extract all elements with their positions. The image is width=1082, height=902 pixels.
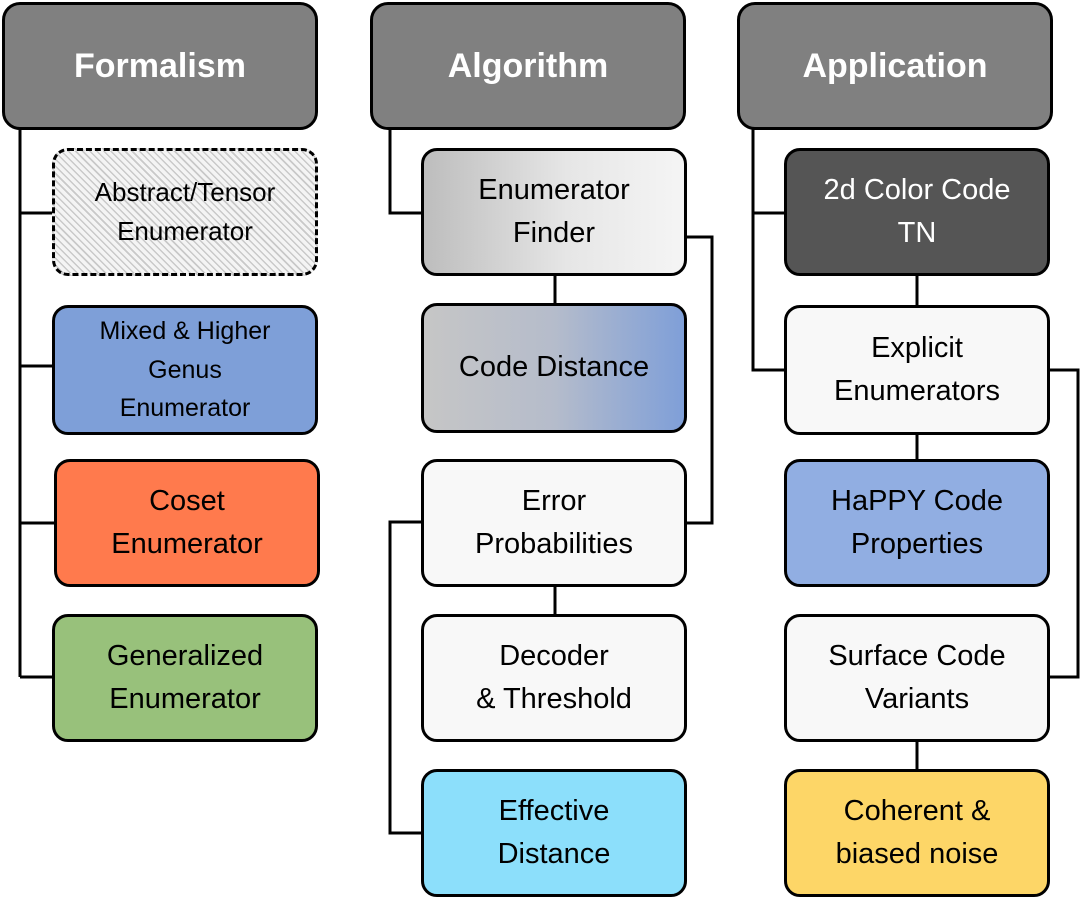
explicit-enumerators-line1: Explicit (871, 331, 963, 364)
algorithm-header: Algorithm (370, 2, 686, 130)
generalized-line1: Generalized (106, 639, 264, 672)
code-distance-line1: Code Distance (458, 351, 650, 384)
surface-code-line2: Variants (864, 683, 970, 715)
effective-distance-line2: Distance (497, 838, 611, 870)
explicit-enumerators-line2: Enumerators (833, 375, 1000, 407)
abstract-tensor-line1: Abstract/Tensor (94, 177, 276, 207)
code-distance-box: Code Distance (421, 303, 687, 433)
happy-code-line1: HaPPY Code (831, 484, 1003, 517)
generalized-line2: Enumerator (109, 683, 261, 715)
formalism-header: Formalism (2, 2, 318, 130)
error-probabilities-line2: Probabilities (475, 528, 633, 560)
decoder-threshold-line1: Decoder (499, 639, 609, 672)
coherent-biased-noise-box: Coherent & biased noise (784, 769, 1050, 897)
color-code-tn-line2: TN (897, 217, 937, 249)
mixed-genus-line1: Mixed & Higher (99, 316, 271, 345)
application-header: Application (737, 2, 1053, 130)
abstract-tensor-line2: Enumerator (117, 216, 253, 246)
mixed-genus-line2: Genus (148, 355, 222, 384)
coset-line2: Enumerator (111, 528, 263, 560)
happy-code-line2: Properties (850, 528, 984, 560)
error-probabilities-line1: Error (521, 484, 587, 517)
coherent-noise-line2: biased noise (835, 838, 999, 870)
mixed-genus-line3: Enumerator (119, 394, 251, 423)
effective-distance-line1: Effective (498, 794, 610, 827)
color-code-tn-line1: 2d Color Code (823, 173, 1011, 206)
coherent-noise-line1: Coherent & (843, 794, 991, 827)
surface-code-line1: Surface Code (828, 639, 1006, 672)
enumerator-finder-line2: Finder (512, 217, 596, 249)
enumerator-finder-line1: Enumerator (478, 173, 630, 206)
decoder-threshold-box: Decoder & Threshold (421, 614, 687, 742)
decoder-threshold-line2: & Threshold (476, 683, 632, 715)
coset-line1: Coset (149, 484, 225, 517)
